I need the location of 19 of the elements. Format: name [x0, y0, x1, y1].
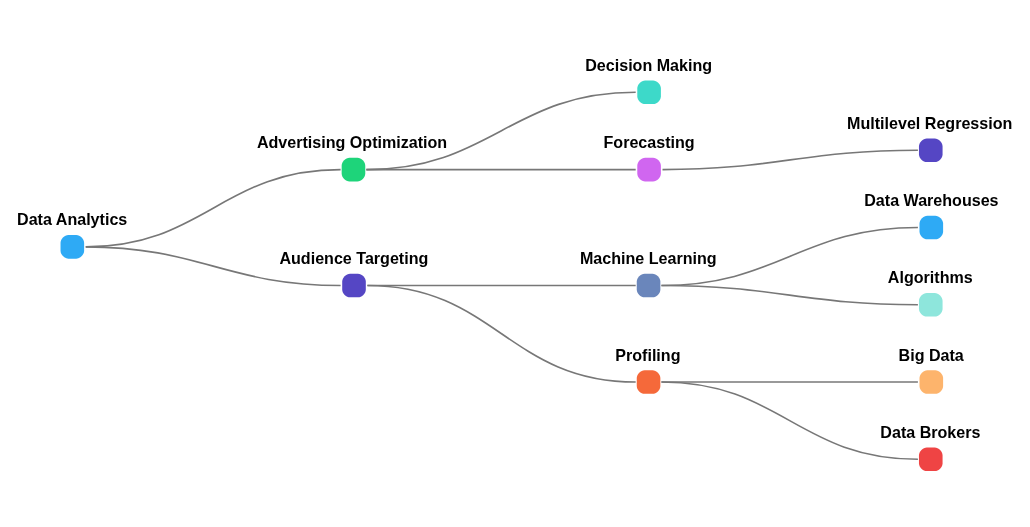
node-label: Data Brokers [879, 422, 980, 441]
connector [366, 284, 636, 383]
connector [660, 284, 919, 306]
connector [84, 245, 341, 286]
node-label: Profiling [614, 345, 680, 364]
connector [365, 168, 636, 170]
connector [661, 148, 919, 170]
node-label: Machine Learning [579, 248, 717, 267]
node-label: Advertising Optimization [256, 132, 447, 151]
node-label: Decision Making [584, 55, 712, 74]
node-label: Audience Targeting [278, 248, 428, 267]
connector [660, 380, 919, 460]
connector [365, 91, 636, 170]
node-label: Data Analytics [16, 209, 127, 228]
node-label: Data Warehouses [863, 190, 999, 209]
node-label: Algorithms [887, 267, 973, 286]
node-label: Multilevel Regression [846, 113, 1012, 132]
node-label: Forecasting [602, 132, 695, 151]
node-label: Big Data [898, 345, 964, 364]
